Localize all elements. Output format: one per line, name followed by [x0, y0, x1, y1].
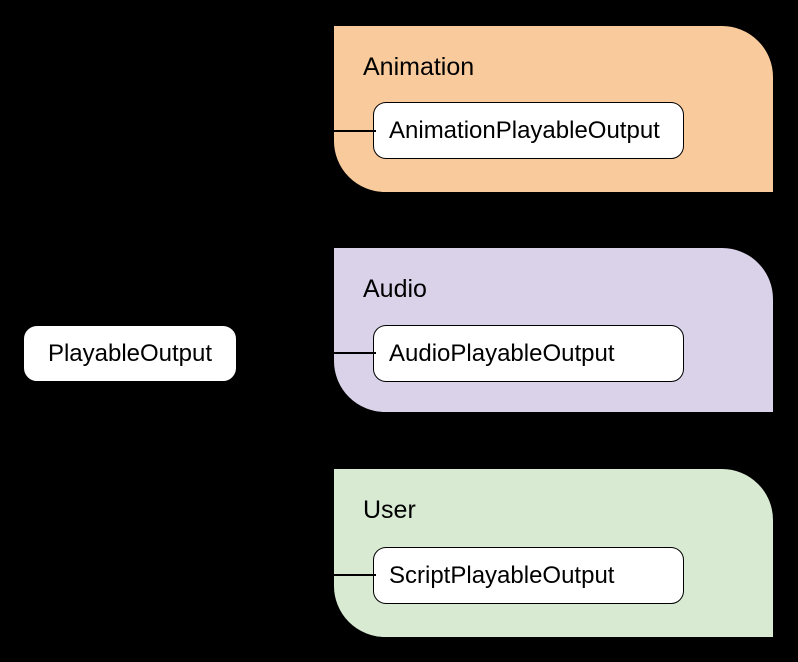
- group-user-title: User: [363, 496, 416, 524]
- node-script-playable-output: ScriptPlayableOutput: [373, 547, 684, 604]
- edge-playableoutput-to-scriptplayableoutput: [237, 574, 376, 576]
- group-audio: Audio AudioPlayableOutput: [333, 247, 774, 413]
- group-user: User ScriptPlayableOutput: [333, 468, 774, 638]
- node-playable-output: PlayableOutput: [23, 325, 237, 382]
- edge-playableoutput-to-audioplayableoutput: [237, 352, 376, 354]
- group-animation-title: Animation: [363, 53, 475, 81]
- node-audio-playable-output: AudioPlayableOutput: [373, 325, 684, 382]
- group-animation: Animation AnimationPlayableOutput: [333, 25, 774, 193]
- node-animation-playable-output: AnimationPlayableOutput: [373, 102, 684, 159]
- edge-playableoutput-to-animationplayableoutput: [237, 130, 376, 132]
- group-audio-title: Audio: [363, 275, 427, 303]
